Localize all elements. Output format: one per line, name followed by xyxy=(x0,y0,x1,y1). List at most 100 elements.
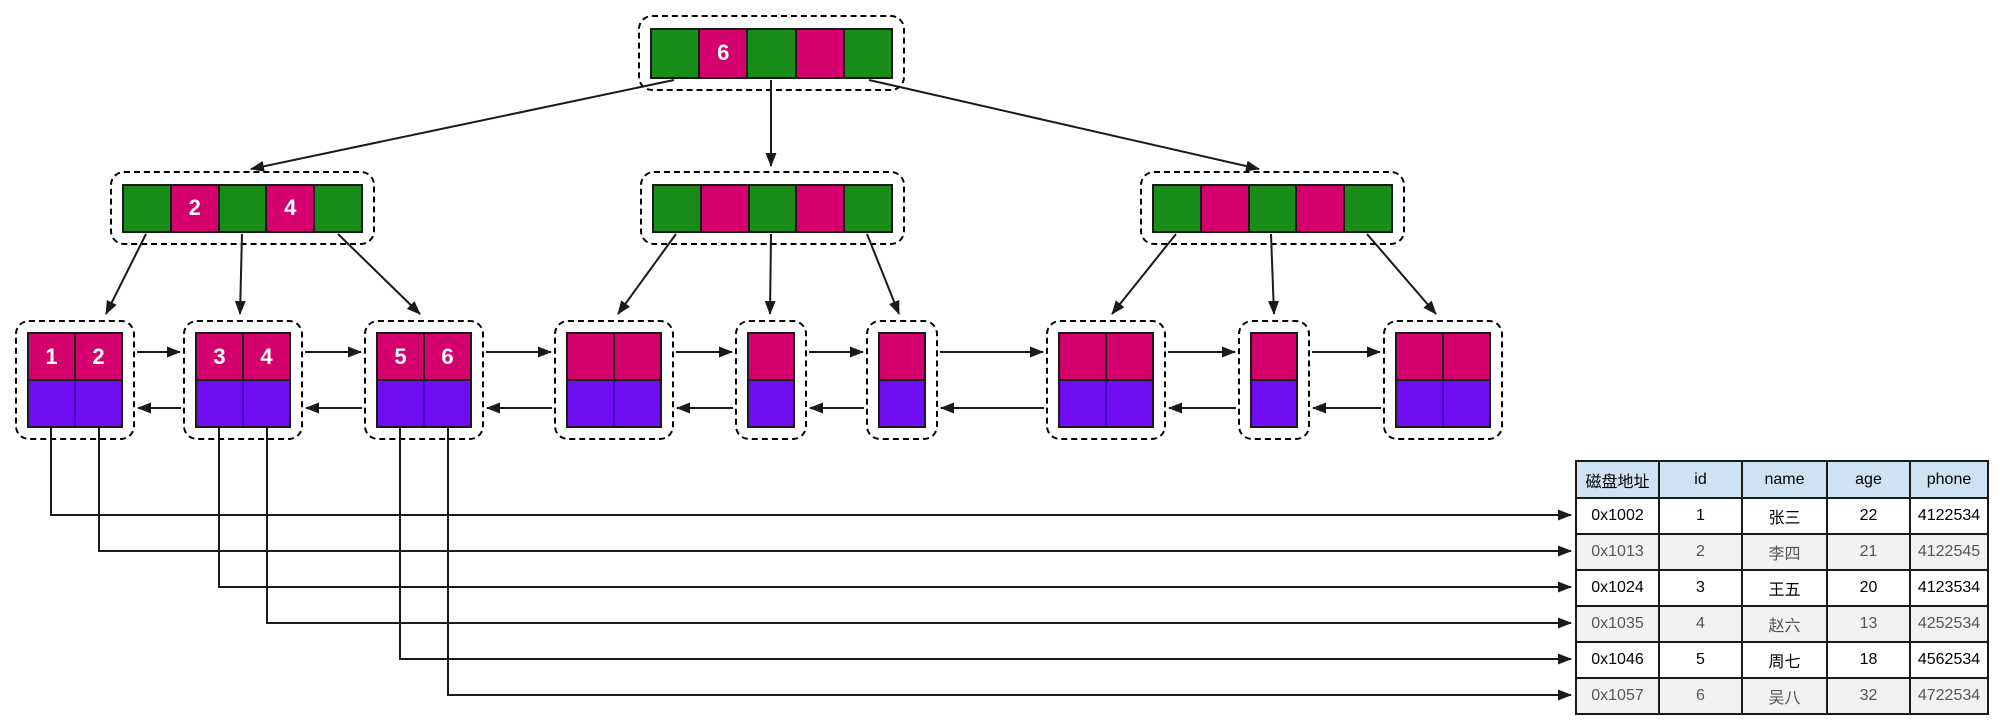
record-pointer-arrow xyxy=(98,428,1572,557)
cell-age: 32 xyxy=(1826,677,1911,715)
leaf-data-cell xyxy=(1252,381,1296,426)
col-header-name: name xyxy=(1741,460,1828,499)
cell-age: 22 xyxy=(1826,497,1911,535)
leaf-key-row xyxy=(749,334,793,381)
leaf-data-cell xyxy=(242,381,289,426)
key-label: 4 xyxy=(284,195,297,220)
pointer-cell xyxy=(654,185,700,231)
leaf-key-cell xyxy=(568,334,613,379)
cell-name: 赵六 xyxy=(1741,605,1828,643)
leaf-key-row xyxy=(568,334,660,381)
leaf-data-cell xyxy=(197,381,242,426)
leaf-data-row xyxy=(1252,381,1296,426)
btree-node-root: 6 xyxy=(638,15,905,91)
pointer-cell xyxy=(842,29,892,77)
record-pointer-arrow xyxy=(447,428,1572,701)
leaf-data-cell xyxy=(1105,381,1152,426)
key-label: 2 xyxy=(92,343,105,369)
cell-id: 5 xyxy=(1658,641,1743,679)
cell-phone: 4123534 xyxy=(1909,569,1989,607)
child-pointer-arrow xyxy=(617,233,677,315)
table-row: 0x1057 6 吴八 32 4722534 xyxy=(1575,677,1989,715)
leaf-data-row xyxy=(378,381,470,426)
cell-disk-address: 0x1035 xyxy=(1575,605,1660,643)
btree-leaf-9 xyxy=(1383,320,1503,440)
cell-phone: 4562534 xyxy=(1909,641,1989,679)
leaf-data-cell xyxy=(29,381,74,426)
cell-id: 6 xyxy=(1658,677,1743,715)
key-cell: 6 xyxy=(698,29,747,77)
child-pointer-arrow xyxy=(868,79,1260,172)
key-cell: 4 xyxy=(265,185,314,231)
col-header-disk-address: 磁盘地址 xyxy=(1575,460,1660,499)
leaf-data-row xyxy=(880,381,924,426)
table-row: 0x1035 4 赵六 13 4252534 xyxy=(1575,605,1989,643)
child-pointer-arrow xyxy=(1268,233,1280,315)
cell-disk-address: 0x1013 xyxy=(1575,533,1660,571)
cell-name: 周七 xyxy=(1741,641,1828,679)
col-header-id: id xyxy=(1658,460,1743,499)
leaf-key-cell: 6 xyxy=(423,334,470,379)
child-pointer-arrow xyxy=(105,233,147,315)
leaf-key-row xyxy=(1060,334,1152,381)
leaf-key-cell xyxy=(880,334,924,379)
cell-age: 18 xyxy=(1826,641,1911,679)
pointer-cell xyxy=(843,185,891,231)
leaf-bar xyxy=(566,332,662,428)
leaf-key-cell: 1 xyxy=(29,334,74,379)
pointer-cell xyxy=(1154,185,1200,231)
key-cell xyxy=(795,185,844,231)
child-pointer-arrow xyxy=(234,233,246,315)
record-pointer-arrow xyxy=(266,428,1572,629)
leaf-data-cell xyxy=(74,381,121,426)
key-label: 5 xyxy=(394,343,407,369)
table-row: 0x1024 3 王五 20 4123534 xyxy=(1575,569,1989,607)
child-pointer-arrow xyxy=(1366,233,1437,315)
cell-phone: 4122545 xyxy=(1909,533,1989,571)
leaf-bar xyxy=(878,332,926,428)
btree-leaf-6 xyxy=(866,320,938,440)
child-pointer-arrow xyxy=(866,233,900,315)
record-table: 磁盘地址 id name age phone 0x1002 1 张三 22 41… xyxy=(1575,460,1989,715)
leaf-key-cell xyxy=(1252,334,1296,379)
key-label: 6 xyxy=(717,40,730,65)
leaf-data-cell xyxy=(880,381,924,426)
leaf-data-row xyxy=(568,381,660,426)
leaf-data-cell xyxy=(1397,381,1442,426)
key-pointer-bar xyxy=(652,183,893,233)
cell-age: 20 xyxy=(1826,569,1911,607)
btree-node-branch-right xyxy=(1140,171,1405,245)
key-label: 2 xyxy=(188,195,201,220)
cell-age: 13 xyxy=(1826,605,1911,643)
child-pointer-arrow xyxy=(337,233,421,315)
cell-name: 张三 xyxy=(1741,497,1828,535)
leaf-key-cell xyxy=(1060,334,1105,379)
leaf-key-cell xyxy=(749,334,793,379)
leaf-data-cell xyxy=(1442,381,1489,426)
leaf-data-row xyxy=(1060,381,1152,426)
leaf-bar xyxy=(1395,332,1491,428)
col-header-phone: phone xyxy=(1909,460,1989,499)
table-row: 0x1046 5 周七 18 4562534 xyxy=(1575,641,1989,679)
leaf-data-cell xyxy=(749,381,793,426)
record-pointer-arrow xyxy=(399,428,1572,665)
child-pointer-arrow xyxy=(1111,233,1177,315)
cell-disk-address: 0x1002 xyxy=(1575,497,1660,535)
cell-disk-address: 0x1057 xyxy=(1575,677,1660,715)
col-header-age: age xyxy=(1826,460,1911,499)
leaf-bar xyxy=(747,332,795,428)
leaf-key-cell xyxy=(1105,334,1152,379)
key-cell: 2 xyxy=(169,185,218,231)
leaf-data-row xyxy=(749,381,793,426)
key-cell xyxy=(1199,185,1248,231)
btree-node-branch-middle xyxy=(640,171,905,245)
leaf-key-cell xyxy=(613,334,660,379)
